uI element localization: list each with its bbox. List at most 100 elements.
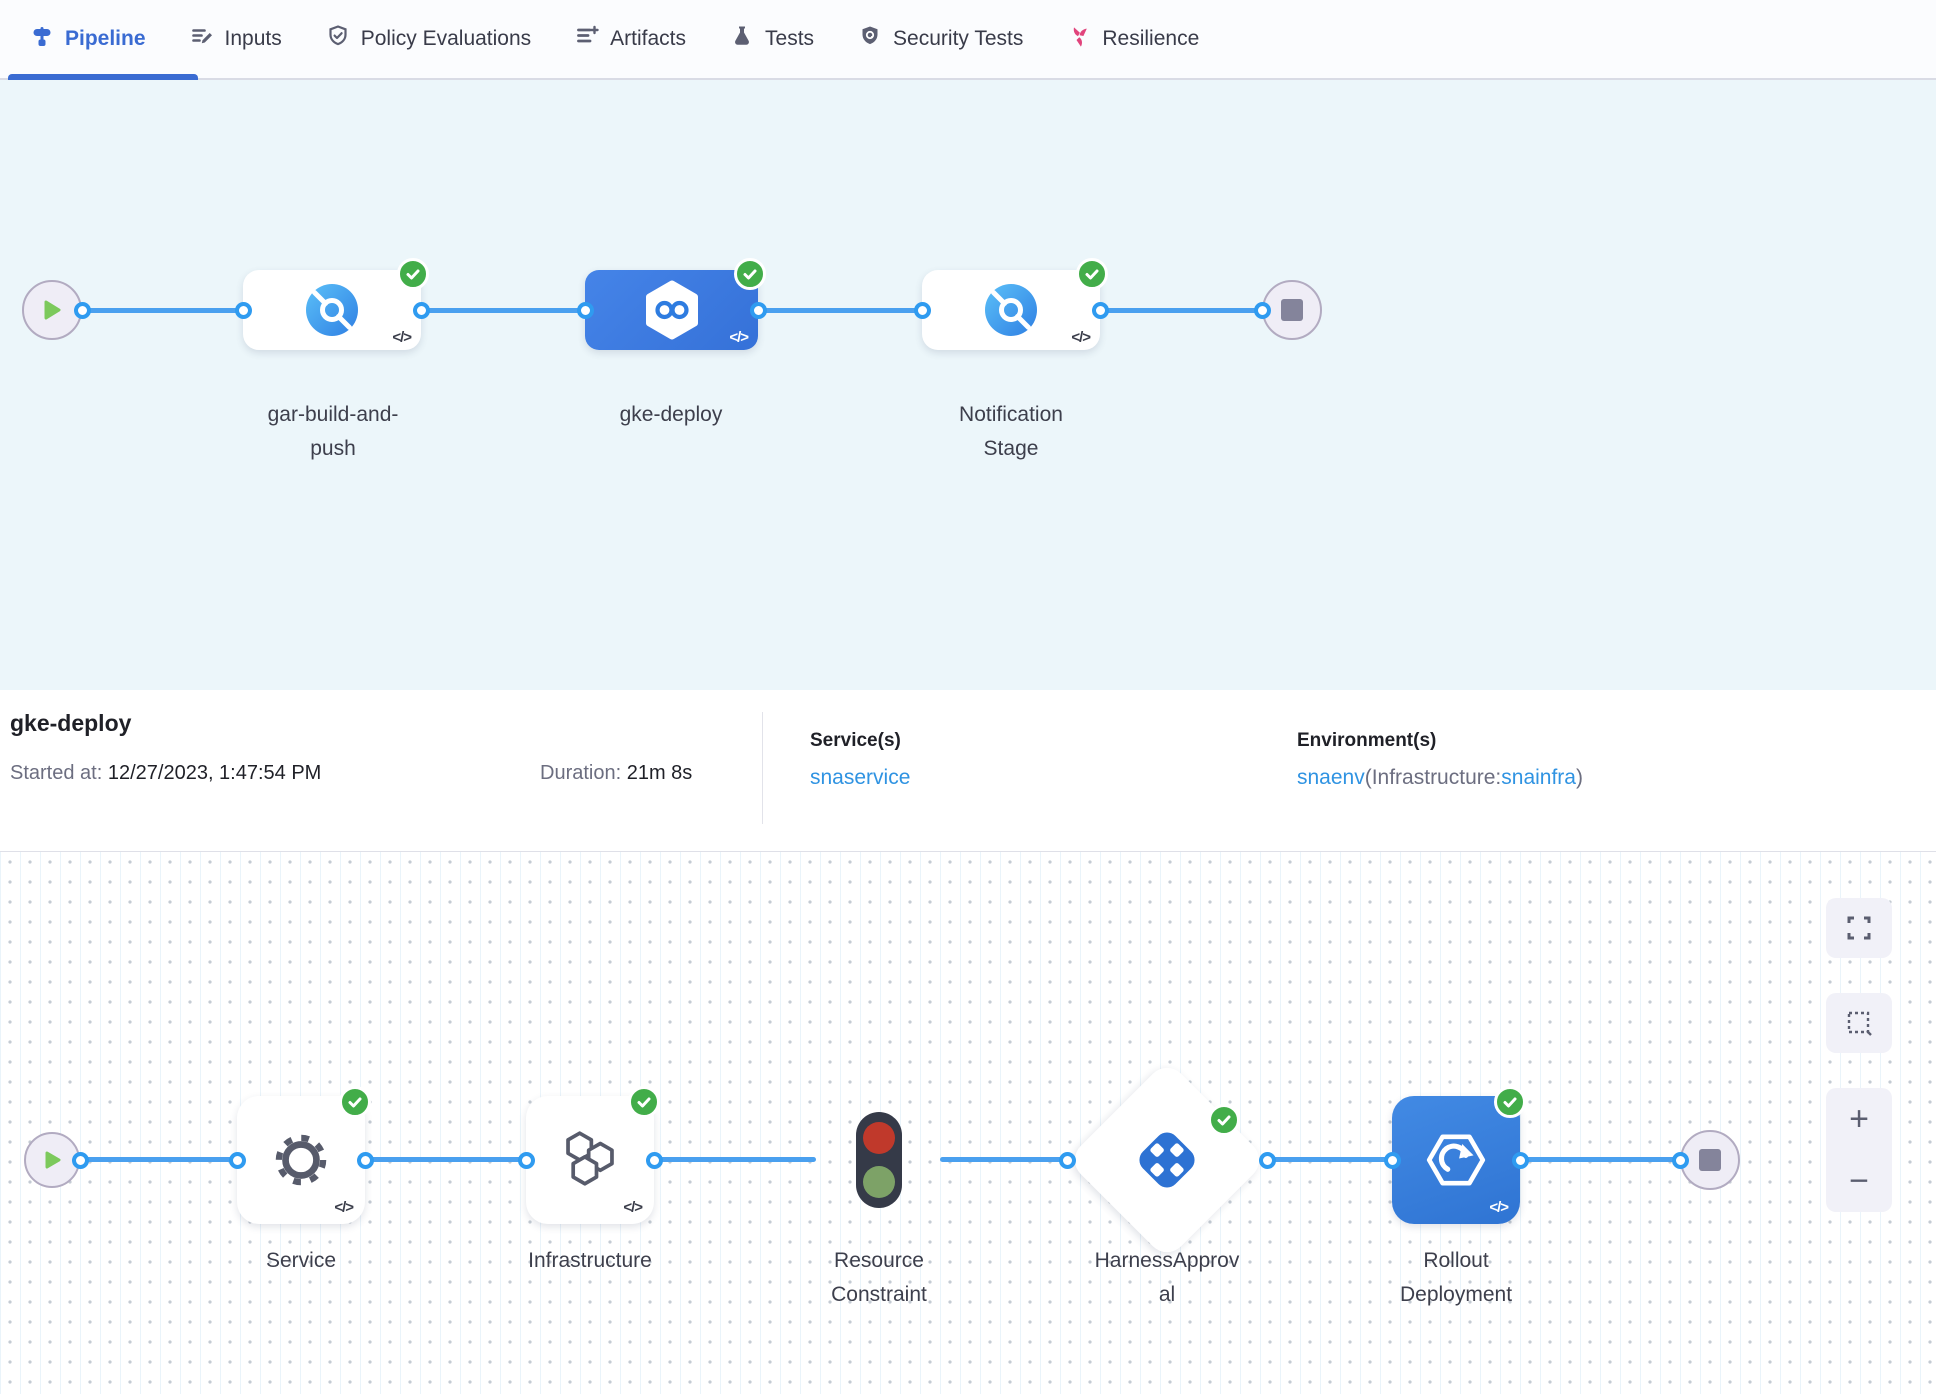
yaml-code-indicator: </>	[1071, 329, 1090, 346]
zoom-in-button[interactable]: +	[1826, 1088, 1892, 1150]
step-label: Infrastructure	[490, 1244, 690, 1278]
infrastructure-link[interactable]: snainfra	[1501, 766, 1576, 789]
flask-icon	[730, 24, 754, 54]
tab-label: Resilience	[1102, 27, 1199, 51]
port	[518, 1152, 535, 1169]
tab-label: Artifacts	[610, 27, 686, 51]
step-label: Resource Constraint	[819, 1244, 939, 1312]
tab-resilience[interactable]: Resilience	[1045, 0, 1221, 78]
tab-pipeline[interactable]: Pipeline	[8, 0, 168, 78]
step-card-infrastructure[interactable]: </>	[526, 1096, 654, 1224]
yaml-code-indicator: </>	[729, 329, 748, 346]
end-node	[1262, 280, 1322, 340]
port	[1512, 1152, 1529, 1169]
fullscreen-icon	[1845, 914, 1873, 942]
port	[357, 1152, 374, 1169]
zoom-control: + −	[1826, 1088, 1892, 1212]
tab-policy-evaluations[interactable]: Policy Evaluations	[304, 0, 553, 78]
tab-label: Inputs	[225, 27, 282, 51]
step-resource-constraint[interactable]	[856, 1112, 902, 1208]
environment-value: snaenv(Infrastructure:snainfra)	[1297, 766, 1583, 790]
green-light-icon	[863, 1166, 895, 1198]
tab-tests[interactable]: Tests	[708, 0, 836, 78]
tab-label: Policy Evaluations	[361, 27, 531, 51]
yaml-code-indicator: </>	[1489, 1199, 1508, 1216]
start-node	[22, 280, 82, 340]
pipeline-stage-canvas: </> </> </> gar-build-and-	[0, 80, 1936, 690]
environments-label: Environment(s)	[1297, 730, 1436, 752]
zoom-out-button[interactable]: −	[1826, 1150, 1892, 1212]
tab-security-tests[interactable]: Security Tests	[836, 0, 1045, 78]
red-light-icon	[863, 1122, 895, 1154]
service-link-wrap: snaservice	[810, 766, 910, 790]
custom-stage-icon	[983, 282, 1039, 338]
edge	[421, 308, 585, 313]
tab-label: Pipeline	[65, 27, 146, 51]
duration: Duration: 21m 8s	[540, 762, 692, 785]
tab-artifacts[interactable]: Artifacts	[553, 0, 708, 78]
edge	[654, 1157, 816, 1162]
success-badge	[339, 1086, 371, 1118]
play-icon	[43, 1150, 62, 1170]
port	[750, 302, 767, 319]
stage-card-notification-stage[interactable]: </>	[922, 270, 1100, 350]
step-card-service[interactable]: </>	[237, 1096, 365, 1224]
shield-check-icon	[326, 24, 350, 54]
success-badge	[734, 258, 766, 290]
stage-label: gke-deploy	[581, 398, 761, 432]
tab-inputs[interactable]: Inputs	[168, 0, 304, 78]
stop-icon	[1281, 299, 1303, 321]
services-label: Service(s)	[810, 730, 901, 752]
port	[1059, 1152, 1076, 1169]
approval-icon	[1131, 1124, 1203, 1196]
port	[1092, 302, 1109, 319]
success-badge	[397, 258, 429, 290]
edge	[940, 1157, 1067, 1162]
deploy-stage-icon	[640, 278, 704, 342]
success-badge	[1076, 258, 1108, 290]
port	[413, 302, 430, 319]
step-label: Service	[201, 1244, 401, 1278]
port	[235, 302, 252, 319]
play-icon	[42, 299, 62, 321]
service-link[interactable]: snaservice	[810, 766, 910, 789]
success-badge	[1494, 1086, 1526, 1118]
step-label: Rollout Deployment	[1381, 1244, 1531, 1312]
yaml-code-indicator: </>	[334, 1199, 353, 1216]
gear-icon	[268, 1127, 334, 1193]
port	[74, 302, 91, 319]
port	[1259, 1152, 1276, 1169]
step-label: HarnessApproval	[1090, 1244, 1244, 1312]
stage-card-gar-build-and-push[interactable]: </>	[243, 270, 421, 350]
stage-card-gke-deploy[interactable]: </>	[585, 270, 758, 350]
fullscreen-button[interactable]	[1826, 898, 1892, 958]
port	[914, 302, 931, 319]
edge	[1520, 1157, 1680, 1162]
divider	[762, 712, 763, 824]
marquee-select-button[interactable]	[1826, 993, 1892, 1053]
port	[229, 1152, 246, 1169]
pipeline-icon	[30, 24, 54, 54]
custom-stage-icon	[304, 282, 360, 338]
rollout-icon	[1423, 1127, 1489, 1193]
execution-tab-bar: Pipeline Inputs Policy Evaluations Artif…	[0, 0, 1936, 80]
port	[1672, 1152, 1689, 1169]
list-plus-icon	[575, 24, 599, 54]
edge	[80, 308, 243, 313]
shield-scan-icon	[858, 24, 882, 54]
inputs-icon	[190, 24, 214, 54]
yaml-code-indicator: </>	[392, 329, 411, 346]
stage-label: Notification Stage	[941, 398, 1081, 466]
environment-link[interactable]: snaenv	[1297, 766, 1365, 789]
stop-icon	[1699, 1149, 1721, 1171]
started-at: Started at: 12/27/2023, 1:47:54 PM	[10, 762, 321, 785]
edge	[1267, 1157, 1392, 1162]
step-card-rollout-deployment[interactable]: </>	[1392, 1096, 1520, 1224]
port	[577, 302, 594, 319]
port	[1384, 1152, 1401, 1169]
port	[646, 1152, 663, 1169]
hexagons-icon	[557, 1127, 623, 1193]
chaos-pinwheel-icon	[1067, 24, 1091, 54]
success-badge	[1208, 1104, 1240, 1136]
stage-details-bar: gke-deploy Started at: 12/27/2023, 1:47:…	[0, 690, 1936, 852]
